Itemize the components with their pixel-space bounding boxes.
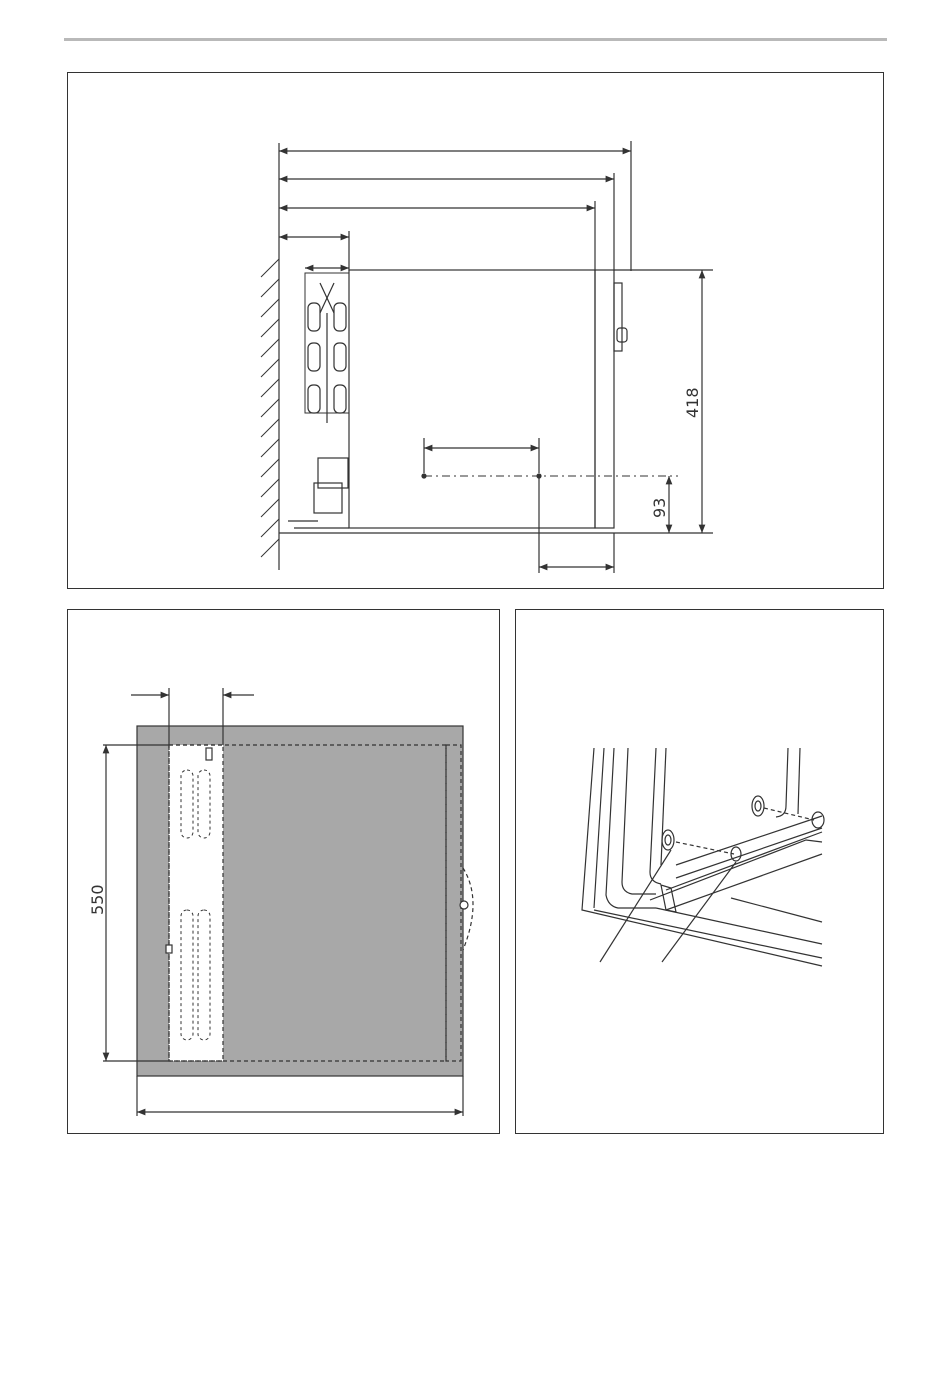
front-view-figure: 550 — [67, 609, 500, 1134]
wall-hatching — [261, 259, 279, 557]
header-rule — [64, 38, 887, 41]
dimension-550: 550 — [88, 884, 107, 915]
dimension-418: 418 — [683, 387, 702, 418]
front-view-drawing: 550 — [68, 610, 501, 1135]
mounting-detail-drawing — [516, 610, 885, 1135]
mounting-detail-figure — [515, 609, 884, 1134]
dimension-93: 93 — [650, 498, 669, 518]
side-view-figure: 418 93 — [67, 72, 884, 589]
side-view-drawing: 418 93 — [68, 73, 885, 590]
